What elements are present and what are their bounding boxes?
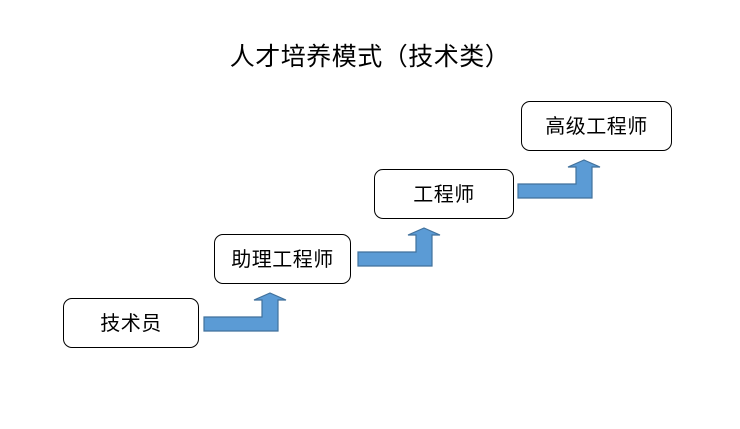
node-engineer-label: 工程师 xyxy=(413,182,475,206)
node-engineer[interactable]: 工程师 xyxy=(374,169,514,219)
page-title: 人才培养模式（技术类） xyxy=(229,42,511,71)
node-assistant-engineer-label: 助理工程师 xyxy=(231,247,334,271)
node-technician[interactable]: 技术员 xyxy=(63,298,199,348)
elbow-arrow-icon xyxy=(203,292,287,332)
node-technician-label: 技术员 xyxy=(100,311,162,335)
node-assistant-engineer[interactable]: 助理工程师 xyxy=(214,234,351,284)
elbow-arrow-icon xyxy=(517,159,601,199)
arrow-assistant-to-engineer xyxy=(357,227,441,267)
node-senior-engineer[interactable]: 高级工程师 xyxy=(521,101,672,151)
arrow-engineer-to-senior xyxy=(517,159,601,199)
node-senior-engineer-label: 高级工程师 xyxy=(545,114,648,138)
elbow-arrow-icon xyxy=(357,227,441,267)
arrow-technician-to-assistant xyxy=(203,292,287,332)
